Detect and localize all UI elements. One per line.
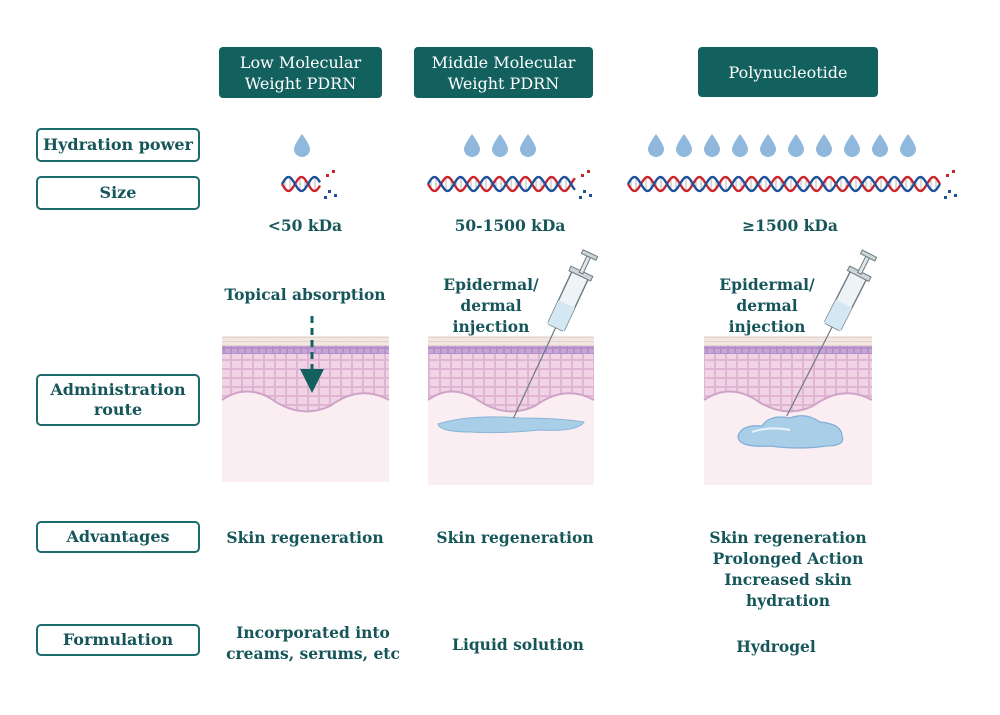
advantages-low: Skin regeneration [226, 528, 384, 547]
formulation-low: Incorporated into creams, serums, etc [226, 623, 400, 663]
header-middle-mw-pdrn: Middle Molecular Weight PDRN [414, 47, 593, 98]
formulation-poly: Hydrogel [736, 637, 816, 656]
dna-helix-icon [280, 170, 337, 199]
water-drop-icon [648, 134, 664, 157]
skin-section-injection-hydrogel [703, 336, 873, 485]
water-drop-icon [872, 134, 888, 157]
water-drop-icon [816, 134, 832, 157]
route-caption-injection-middle: Epidermal/ dermal injection [443, 275, 539, 336]
syringe-icon [512, 249, 599, 419]
water-drop-icon [844, 134, 860, 157]
row-label-size: Size [36, 176, 200, 210]
row-label-advantages: Advantages [36, 521, 200, 553]
size-low: <50 kDa [267, 216, 343, 235]
route-caption-topical: Topical absorption [224, 285, 386, 304]
water-drop-icon [760, 134, 776, 157]
water-drop-icon [492, 134, 508, 157]
dna-helix-icon [426, 170, 592, 199]
header-low-mw-pdrn: Low Molecular Weight PDRN [219, 47, 382, 98]
size-middle: 50-1500 kDa [454, 216, 566, 235]
advantages-poly: Skin regeneration Prolonged Action Incre… [709, 528, 867, 610]
water-drop-icon [464, 134, 480, 157]
dna-helix-icon [626, 170, 957, 199]
row-label-administration-route: Administration route [36, 374, 200, 426]
water-drop-icon [676, 134, 692, 157]
skin-section-injection-liquid [427, 336, 595, 485]
water-drop-icon [520, 134, 536, 157]
size-poly: ≥1500 kDa [742, 216, 838, 235]
skin-section-topical [221, 336, 390, 482]
dna-strands [280, 170, 957, 199]
row-label-hydration-power: Hydration power [36, 128, 200, 162]
water-drop-icon [900, 134, 916, 157]
water-drop-icon [788, 134, 804, 157]
syringe-icon [786, 249, 878, 417]
row-label-formulation: Formulation [36, 624, 200, 656]
hydration-drops [294, 134, 916, 157]
formulation-middle: Liquid solution [452, 635, 584, 654]
route-caption-injection-poly: Epidermal/ dermal injection [719, 275, 815, 336]
water-drop-icon [704, 134, 720, 157]
water-drop-icon [294, 134, 310, 157]
header-polynucleotide: Polynucleotide [698, 47, 878, 97]
water-drop-icon [732, 134, 748, 157]
advantages-middle: Skin regeneration [436, 528, 594, 547]
